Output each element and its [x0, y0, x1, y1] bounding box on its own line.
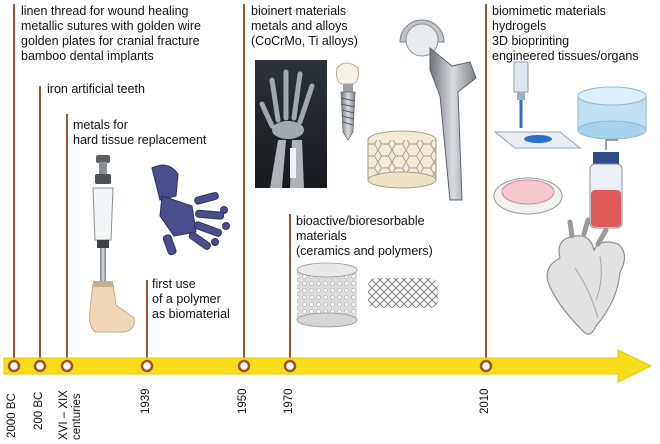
year-label-1939: 1939 [140, 388, 152, 414]
event-1970-text: bioactive/bioresorbable materials (ceram… [296, 214, 433, 259]
marker-2010 [479, 359, 493, 373]
event-200bc-text: iron artificial teeth [47, 82, 145, 97]
connector-line-1950 [243, 4, 245, 364]
event-line: iron artificial teeth [47, 82, 145, 96]
bioreactor-illustration [589, 139, 623, 229]
event-line: of a polymer [152, 292, 221, 306]
event-line: bamboo dental implants [21, 49, 154, 63]
year-label-2000bc: 2000 BC [6, 393, 18, 438]
wrist-xray-illustration [255, 60, 327, 188]
year-label-2010: 2010 [479, 388, 491, 414]
event-line: biomimetic materials [492, 4, 606, 18]
event-line: metals and alloys [251, 19, 348, 33]
event-centuries-text: metals for hard tissue replacement [73, 118, 206, 148]
robotic-hand-illustration [151, 164, 230, 256]
event-line: metallic sutures with golden wire [21, 19, 201, 33]
dental-implant-illustration [336, 62, 359, 141]
stent-mesh-illustration [368, 278, 438, 308]
event-line: as biomaterial [152, 307, 230, 321]
event-line: bioinert materials [251, 4, 347, 18]
connector-line-2010 [485, 4, 487, 364]
prosthetic-leg-illustration [89, 155, 135, 333]
connector-line-1939 [146, 280, 148, 364]
connector-line-centuries [66, 114, 68, 364]
event-line: metals for [73, 118, 128, 132]
bioprinter-illustration [493, 61, 582, 149]
heart-valve-illustration [367, 130, 437, 189]
connector-line-2000bc [13, 4, 15, 364]
marker-2000bc [7, 359, 21, 373]
event-line: hydrogels [492, 19, 547, 33]
hydrogel-dish-illustration [577, 86, 647, 140]
heart-model-illustration [546, 217, 626, 335]
porous-scaffold-illustration [296, 262, 358, 328]
event-line: (ceramics and polymers) [296, 244, 433, 258]
timeline-markers [7, 359, 493, 373]
hip-implant-illustration [399, 19, 477, 201]
marker-1950 [237, 359, 251, 373]
event-line: materials [296, 229, 347, 243]
event-line: first use [152, 277, 196, 291]
marker-200bc [33, 359, 47, 373]
event-line: (CoCrMo, Ti alloys) [251, 34, 358, 48]
connector-line-1970 [289, 214, 291, 364]
event-line: golden plates for cranial fracture [21, 34, 200, 48]
year-label-1970: 1970 [283, 388, 295, 414]
event-line: 3D bioprinting [492, 34, 570, 48]
event-line: engineered tissues/organs [492, 49, 639, 63]
marker-centuries [60, 359, 74, 373]
event-line: linen thread for wound healing [21, 4, 189, 18]
year-label-200bc: 200 BC [33, 391, 45, 430]
event-2010-text: biomimetic materials hydrogels 3D biopri… [492, 4, 639, 64]
event-1950-text: bioinert materials metals and alloys (Co… [251, 4, 358, 49]
timeline-arrow [3, 349, 653, 383]
event-line: hard tissue replacement [73, 133, 207, 147]
marker-1970 [283, 359, 297, 373]
marker-1939 [140, 359, 154, 373]
event-1939-text: first use of a polymer as biomaterial [152, 277, 230, 322]
connector-line-200bc [39, 86, 41, 364]
event-2000bc-text: linen thread for wound healing metallic … [21, 4, 201, 64]
event-line: bioactive/bioresorbable [296, 214, 425, 228]
year-label-centuries: XVI – XIX centuries [58, 390, 83, 440]
petri-dish-illustration [493, 177, 563, 215]
year-label-1950: 1950 [237, 388, 249, 414]
